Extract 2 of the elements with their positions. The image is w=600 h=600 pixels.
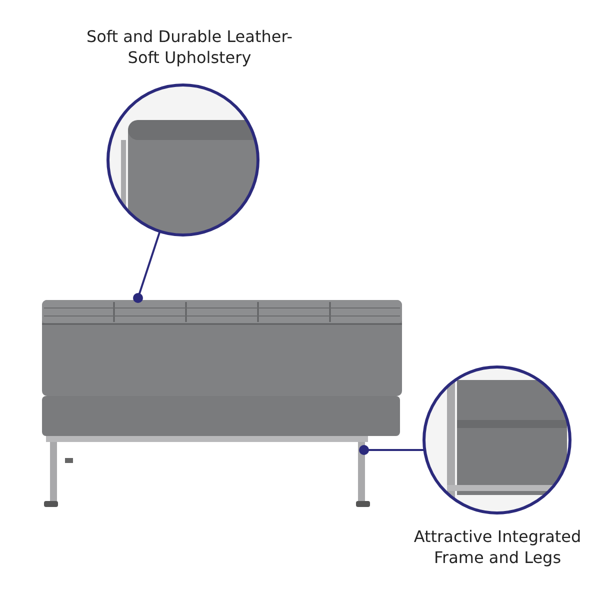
callout-text: Attractive Integrated Frame and Legs bbox=[412, 526, 582, 568]
callout-text: Soft and Durable Leather- Soft Upholstery bbox=[85, 26, 294, 68]
